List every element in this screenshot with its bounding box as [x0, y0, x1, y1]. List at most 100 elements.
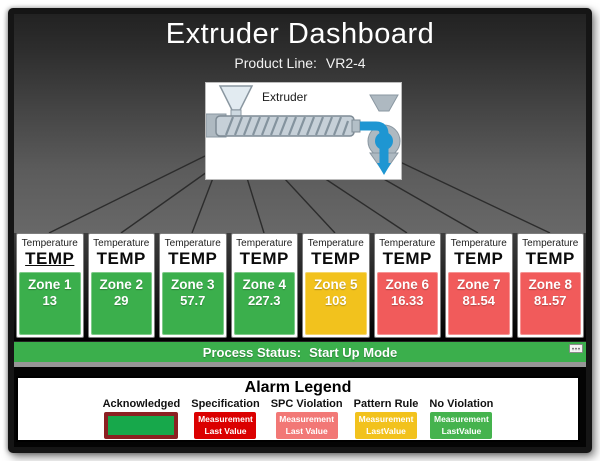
zone-value: 57.7 — [180, 292, 206, 308]
temp-label: TEMP — [168, 249, 218, 268]
zone-name: Zone 5 — [313, 276, 358, 292]
zone-value: 227.3 — [247, 292, 281, 308]
pump-funnel-icon — [369, 94, 399, 112]
zone-card[interactable]: Temperature TEMP Zone 1 13 — [16, 233, 84, 338]
legend-title: Alarm Legend — [244, 379, 352, 396]
process-status-bar: Process Status: Start Up Mode ⋯ — [14, 341, 586, 362]
legend-item: Acknowledged — [102, 398, 181, 439]
product-line: Product Line: VR2-4 — [14, 55, 586, 71]
temp-label: TEMP — [382, 249, 432, 268]
legend-swatch-line1: Measurement — [358, 414, 414, 425]
zone-name: Zone 3 — [170, 276, 215, 292]
temperature-label: Temperature — [164, 238, 221, 249]
diagram-label: Extruder — [262, 90, 307, 104]
legend-color-swatch: Measurement LastValue — [430, 412, 493, 439]
zone-name: Zone 1 — [27, 276, 72, 292]
divider-strip — [14, 362, 586, 367]
zone-value: 29 — [114, 292, 129, 308]
zone-card-header: Temperature TEMP — [519, 236, 581, 270]
temp-label: TEMP — [96, 249, 146, 268]
zone-value-box: Zone 7 81.54 — [448, 271, 510, 335]
temp-label: TEMP — [25, 249, 75, 268]
legend-swatch-line2: Last Value — [285, 425, 328, 436]
page-title: Extruder Dashboard — [165, 18, 435, 50]
legend-item: SPC Violation Measurement Last Value — [271, 398, 343, 439]
zone-card-header: Temperature TEMP — [233, 236, 295, 270]
zone-value: 81.57 — [533, 292, 567, 308]
flow-arrow-icon — [377, 163, 391, 175]
zone-card[interactable]: Temperature TEMP Zone 4 227.3 — [230, 233, 298, 338]
legend-section: Alarm Legend Acknowledged Specification … — [14, 367, 586, 447]
legend-color-swatch: Measurement LastValue — [355, 412, 418, 439]
zone-value: 16.33 — [390, 292, 424, 308]
zone-value-box: Zone 5 103 — [305, 271, 367, 335]
legend-row: Acknowledged Specification Measurement L… — [18, 398, 578, 439]
legend-swatch-line1: Measurement — [279, 414, 335, 425]
zone-value-box: Zone 2 29 — [90, 271, 152, 335]
zone-name: Zone 4 — [242, 276, 286, 292]
temp-label: TEMP — [525, 249, 575, 268]
zone-value: 81.54 — [462, 292, 496, 308]
temperature-label: Temperature — [236, 238, 293, 249]
zone-name: Zone 2 — [99, 276, 143, 292]
temperature-label: Temperature — [379, 238, 436, 249]
zone-card[interactable]: Temperature TEMP Zone 8 81.57 — [516, 233, 584, 338]
legend-swatch-line2: LastValue — [366, 425, 406, 436]
product-line-value: VR2-4 — [325, 55, 366, 71]
extruder-diagram: Extruder — [205, 82, 402, 180]
zone-card-header: Temperature TEMP — [19, 236, 81, 270]
legend-item-label: No Violation — [429, 398, 494, 410]
dashboard-content: Extruder Dashboard Product Line: VR2-4 — [14, 14, 586, 447]
zone-card-header: Temperature TEMP — [305, 236, 367, 270]
legend-swatch-line1: Measurement — [198, 414, 253, 425]
process-status-label: Process Status: — [202, 344, 302, 360]
pump-gear-icon — [375, 132, 393, 150]
zone-value-box: Zone 3 57.7 — [162, 271, 224, 335]
legend-item: Specification Measurement Last Value — [191, 398, 260, 439]
zone-card[interactable]: Temperature TEMP Zone 2 29 — [87, 233, 155, 338]
temperature-label: Temperature — [93, 238, 150, 249]
legend-swatch-line2: LastValue — [441, 425, 482, 436]
zone-card[interactable]: Temperature TEMP Zone 3 57.7 — [159, 233, 227, 338]
temp-label: TEMP — [454, 249, 504, 268]
zone-name: Zone 8 — [528, 276, 572, 292]
extruder-illustration: Extruder — [205, 85, 401, 175]
zone-value-box: Zone 6 16.33 — [376, 271, 438, 335]
legend-swatch-line1: Measurement — [434, 414, 489, 425]
temperature-label: Temperature — [522, 238, 579, 249]
legend-item-label: Acknowledged — [102, 398, 181, 410]
legend-item-label: SPC Violation — [270, 398, 343, 410]
zone-card-row: Temperature TEMP Zone 1 13 Temperature T… — [14, 233, 586, 341]
alarm-legend-panel: Alarm Legend Acknowledged Specification … — [16, 376, 580, 442]
zone-card-header: Temperature TEMP — [162, 236, 224, 270]
legend-item-label: Pattern Rule — [353, 398, 419, 410]
zone-name: Zone 6 — [385, 276, 429, 292]
legend-item: Pattern Rule Measurement LastValue — [353, 398, 419, 439]
temperature-label: Temperature — [21, 238, 78, 249]
legend-color-swatch — [104, 412, 179, 439]
temp-label: TEMP — [311, 249, 361, 268]
hero-section: Extruder Dashboard Product Line: VR2-4 — [14, 14, 586, 234]
zone-card[interactable]: Temperature TEMP Zone 5 103 — [302, 233, 370, 338]
zone-card-header: Temperature TEMP — [448, 236, 510, 270]
product-line-label: Product Line: — [234, 55, 317, 71]
zone-card[interactable]: Temperature TEMP Zone 6 16.33 — [373, 233, 441, 338]
hopper-icon — [218, 85, 254, 111]
temperature-label: Temperature — [307, 238, 364, 249]
zone-value-box: Zone 8 81.57 — [519, 271, 581, 335]
zone-value: 13 — [42, 292, 57, 308]
zone-value-box: Zone 1 13 — [19, 271, 81, 335]
zone-name: Zone 7 — [456, 276, 501, 292]
legend-item-label: Specification — [191, 398, 260, 410]
options-grip-icon[interactable]: ⋯ — [569, 344, 583, 353]
zone-value: 103 — [324, 292, 347, 308]
dashboard-window: Extruder Dashboard Product Line: VR2-4 — [8, 8, 592, 453]
connector-lines — [48, 155, 551, 234]
zone-card[interactable]: Temperature TEMP Zone 7 81.54 — [445, 233, 513, 338]
legend-color-swatch: Measurement Last Value — [194, 412, 257, 439]
zone-card-header: Temperature TEMP — [90, 236, 152, 270]
barrel-endcap-icon — [351, 119, 361, 133]
temperature-label: Temperature — [450, 238, 507, 249]
screw-flights-icon — [224, 116, 350, 136]
